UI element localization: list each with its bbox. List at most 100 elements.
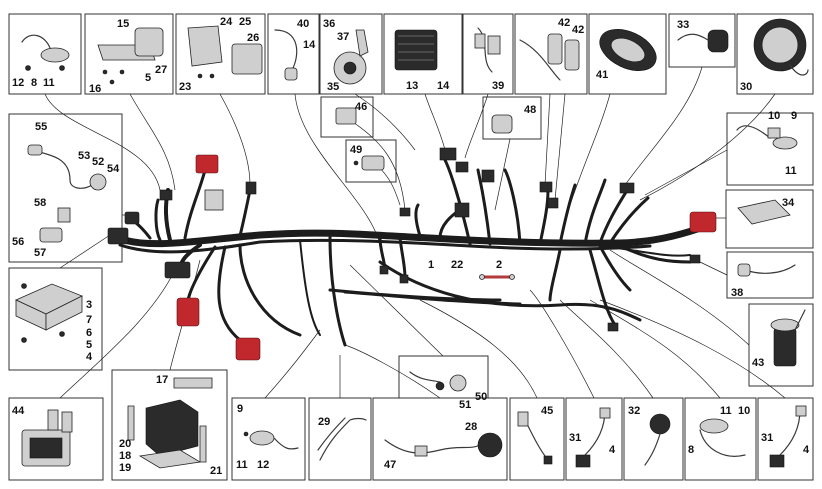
callout-31-left: 31 [569,432,581,444]
detail-box-indicator-rear [684,397,757,481]
callout-10-right: 10 [768,110,780,122]
sensors-42-component [519,33,580,81]
callout-11-right: 11 [785,165,797,177]
callout-26: 26 [247,32,259,44]
callout-41: 41 [596,69,608,81]
detail-box-sensor-45 [509,397,565,481]
callout-3: 3 [86,299,92,311]
detail-box-lambda-probe [8,113,123,263]
callout-13: 13 [406,80,418,92]
callout-4-right: 4 [803,444,810,456]
callout-36: 36 [323,18,335,30]
fuse-holder-component [97,27,164,85]
callout-10-rear: 10 [738,405,750,417]
tail-light-component [21,34,70,71]
ignition-coil-41-component [599,29,657,71]
callout-6: 6 [86,327,92,339]
harness-connectors [107,147,717,361]
callout-50: 50 [475,391,487,403]
callout-49: 49 [350,144,362,156]
callout-17: 17 [156,374,168,386]
callout-25: 25 [239,16,251,28]
callout-22: 22 [451,259,463,271]
sensor-40-component [274,29,298,81]
battery-18-component [127,377,213,469]
detail-box-cable-29 [308,397,372,481]
indicator-right-component [736,125,798,150]
detail-box-dashboard-34 [725,189,814,249]
callout-11-left: 11 [236,459,248,471]
callout-11-tail: 11 [43,77,55,89]
abs-unit-44-component [21,409,73,467]
relay-bracket-component [187,25,263,79]
callout-5-fuse: 5 [145,72,151,84]
callout-8-tail: 8 [31,77,37,89]
callout-46: 46 [355,101,367,113]
callout-21: 21 [210,465,222,477]
callout-1: 1 [428,259,434,271]
detail-box-sensor-40 [267,13,320,95]
callout-56: 56 [12,236,24,248]
detail-box-switch-32 [623,397,684,481]
indicator-left-component [243,430,299,450]
callout-34: 34 [782,197,795,209]
fuel-pump-43-component [770,309,806,367]
callout-labels: 12 8 11 15 27 5 16 24 25 26 23 40 14 36 … [12,16,810,477]
callout-12-left: 12 [257,459,269,471]
lambda-probe-55-component [27,144,107,243]
callout-37: 37 [337,31,349,43]
callout-30: 30 [740,81,752,93]
callout-58: 58 [34,197,46,209]
callout-45: 45 [541,405,553,417]
detail-box-indicator-right [726,112,814,186]
callout-28: 28 [465,421,477,433]
sensor-31-right-component [769,405,807,468]
callout-19: 19 [119,462,131,474]
sensor-31-left-component [575,407,611,468]
callout-2: 2 [496,259,502,271]
relay-46-component [335,107,357,125]
callout-31-right: 31 [761,432,773,444]
detail-box-sensor-31-left [565,397,623,481]
callout-33: 33 [677,19,689,31]
horn-component [333,29,369,85]
callout-52: 52 [92,156,104,168]
callout-42-b: 42 [572,24,584,36]
callout-29: 29 [318,416,330,428]
callout-14-b: 14 [437,80,450,92]
indicator-rear-component [699,418,746,457]
callout-27: 27 [155,64,167,76]
callout-5-ecu: 5 [86,339,92,351]
callout-39: 39 [492,80,504,92]
callout-14-a: 14 [303,39,316,51]
callout-40: 40 [297,18,309,30]
switch-49-component [353,155,385,171]
callout-9-right: 9 [791,110,797,122]
callout-32: 32 [628,405,640,417]
sensor-39-component [474,27,501,73]
sensor-38-component [737,263,796,277]
callout-42-a: 42 [558,17,570,29]
callout-38: 38 [731,287,743,299]
callout-12-tail: 12 [12,77,24,89]
callout-4-ecu: 4 [86,351,93,363]
callout-48: 48 [524,104,536,116]
callout-23: 23 [179,81,191,93]
callout-7: 7 [86,314,92,326]
ecu-3-component [15,283,83,343]
sensor-45-component [517,411,553,465]
dashboard-34-component [737,199,791,225]
callout-18: 18 [119,450,131,462]
switch-50-51-component [409,371,467,392]
callout-47: 47 [384,459,396,471]
callout-44: 44 [12,405,25,417]
headlight-30-component [753,18,809,76]
callout-8-rear: 8 [688,444,694,456]
regulator-component [394,29,438,71]
sensor-48-component [491,114,513,134]
callout-54: 54 [107,163,120,175]
callout-4-left: 4 [609,444,616,456]
cable-29-component [317,417,367,461]
callout-43: 43 [752,357,764,369]
